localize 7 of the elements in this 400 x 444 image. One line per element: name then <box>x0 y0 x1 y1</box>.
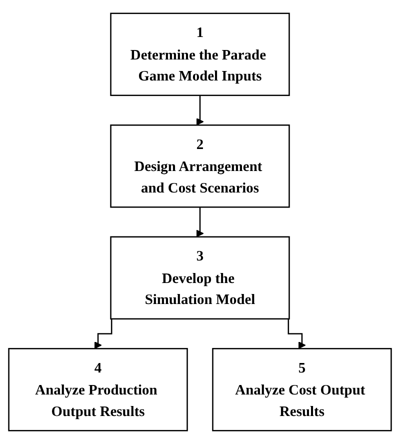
node-box: 3 Develop the Simulation Model <box>110 236 290 320</box>
node-box: 5 Analyze Cost Output Results <box>212 348 392 432</box>
node-box: 4 Analyze Production Output Results <box>8 348 188 432</box>
node-box: 1 Determine the Parade Game Model Inputs <box>110 12 290 96</box>
arrow <box>196 94 204 126</box>
node-box: 2 Design Arrangement and Cost Scenarios <box>110 124 290 208</box>
arrow <box>196 206 204 238</box>
